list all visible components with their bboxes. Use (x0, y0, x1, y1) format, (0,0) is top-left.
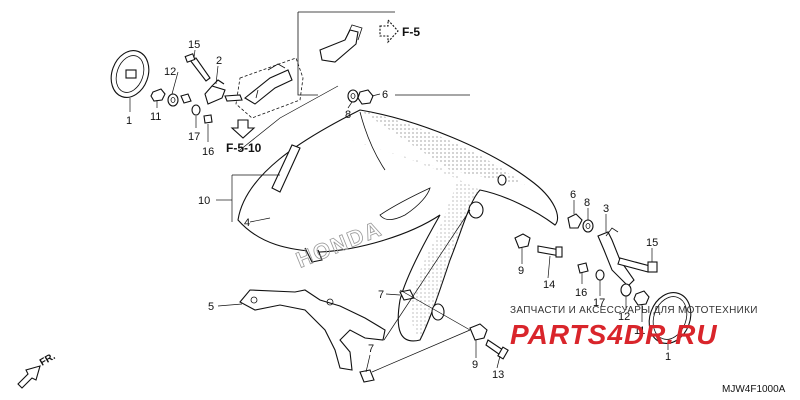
left-small-parts (150, 53, 243, 124)
right-reflector (648, 292, 692, 344)
callout-13: 13 (492, 369, 504, 381)
f5-arrow-icon (379, 18, 399, 44)
right-washers (567, 213, 594, 233)
callout-9-b: 9 (472, 359, 478, 371)
callout-1-left: 1 (126, 115, 132, 127)
callout-12-right: 12 (618, 311, 630, 323)
callout-6-right: 6 (570, 189, 576, 201)
watermark-tagline: ЗАПЧАСТИ И АКСЕССУАРЫ ДЛЯ МОТОТЕХНИКИ (510, 305, 758, 316)
callout-5: 5 (208, 301, 214, 313)
fender-sticker (271, 144, 301, 193)
callout-2: 2 (216, 55, 222, 67)
right-small-parts (577, 262, 650, 306)
callout-1-right: 1 (665, 351, 671, 363)
right-hardware (469, 233, 563, 360)
right-bolt-15 (617, 257, 658, 273)
ref-label-f5: F-5 (402, 25, 420, 39)
fr-label: FR. (38, 351, 58, 369)
left-reflector (110, 50, 150, 98)
callout-11-left: 11 (150, 111, 161, 123)
callout-16-right: 16 (575, 287, 587, 299)
callout-7-b: 7 (368, 343, 374, 355)
callout-labels: 1 11 12 15 2 17 16 8 6 10 4 5 7 7 9 14 9… (126, 39, 671, 381)
top-washers (347, 89, 374, 105)
watermark-brand: PARTS4DR.RU (510, 319, 718, 350)
callout-16-left: 16 (202, 146, 214, 158)
callout-6-top: 6 (382, 89, 388, 101)
callout-10: 10 (198, 195, 210, 207)
front-fender (237, 109, 559, 342)
callout-4: 4 (244, 217, 250, 229)
callout-17-right: 17 (593, 297, 605, 309)
right-bracket (597, 227, 635, 287)
fender-stay (239, 289, 386, 371)
leader-lines (129, 49, 669, 373)
callout-15-right: 15 (646, 237, 658, 249)
callout-9-a: 9 (518, 265, 524, 277)
f510-arrow-icon (230, 119, 256, 139)
callout-8-top: 8 (345, 109, 351, 121)
callout-12-left: 12 (164, 66, 176, 78)
callout-7-a: 7 (378, 289, 384, 301)
left-bracket-group (235, 57, 304, 119)
callout-14: 14 (543, 279, 555, 291)
callout-8-right: 8 (584, 197, 590, 209)
callout-3: 3 (603, 203, 609, 215)
callout-15-left: 15 (188, 39, 200, 51)
ref-label-f510: F-5-10 (226, 141, 262, 155)
fr-direction-icon (17, 365, 41, 389)
callout-17-left: 17 (188, 131, 200, 143)
diagram-code: MJW4F1000A (722, 384, 786, 395)
inset-box (297, 11, 470, 96)
callout-11-right: 11 (634, 325, 645, 337)
